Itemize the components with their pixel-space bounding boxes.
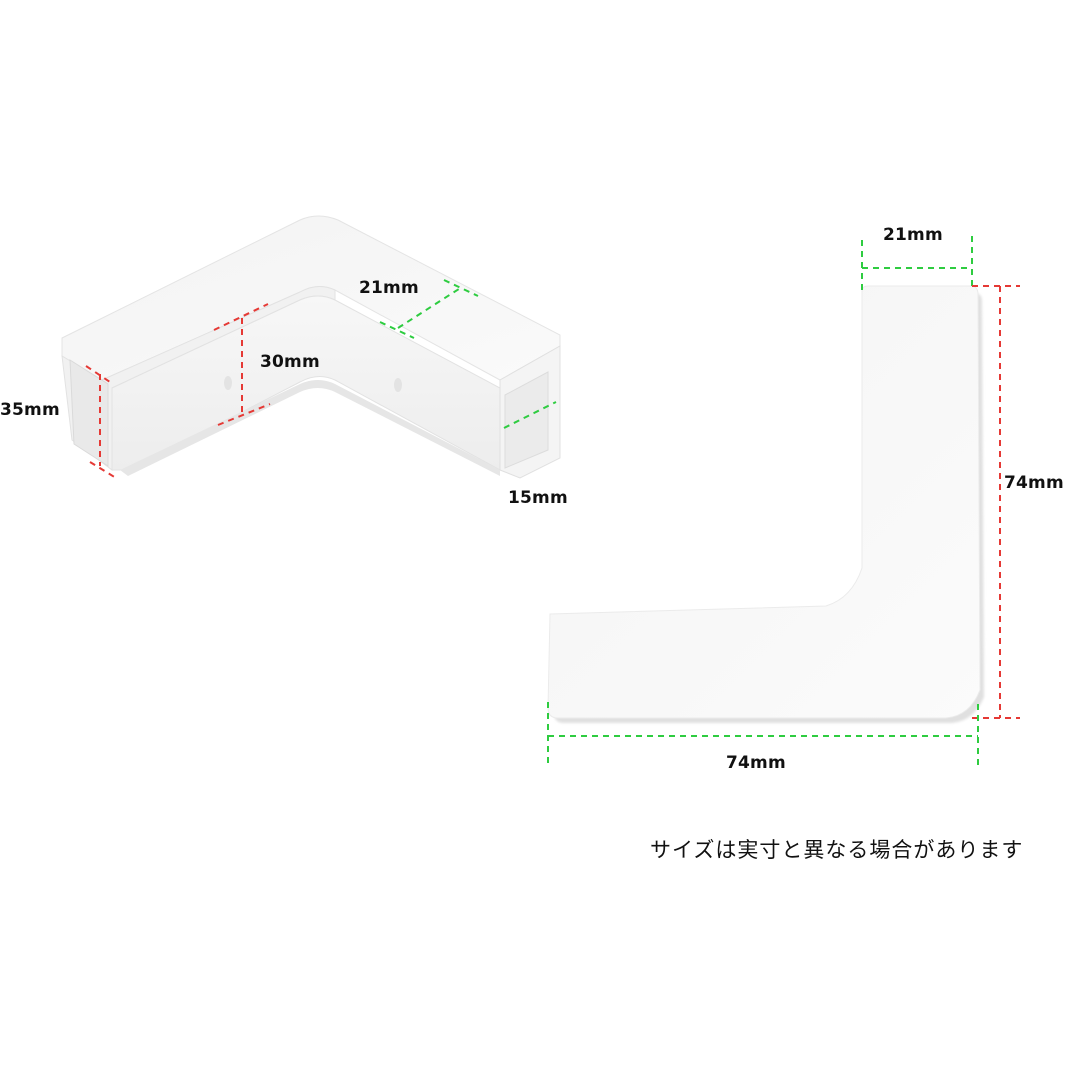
dim-tick-30mm-a (213, 303, 269, 331)
dim-tick-30mm-b (217, 403, 271, 426)
top-view-shape (547, 285, 981, 719)
perspective-dimension-lines (85, 279, 557, 479)
label-top-74mm-vertical: 74mm (1004, 473, 1064, 493)
perspective-right-slot (504, 371, 549, 469)
top-view-dimension-lines (547, 236, 1020, 766)
corner-part-perspective (61, 215, 561, 479)
dim-tick-35mm-b (89, 461, 117, 479)
size-disclaimer-note: サイズは実寸と異なる場合があります (650, 838, 1024, 862)
dim-line-21mm-green (397, 286, 463, 329)
perspective-left-slot (69, 359, 109, 467)
perspective-hole-right (394, 378, 402, 392)
corner-part-top-view (547, 285, 984, 723)
label-perspective-15mm: 15mm (508, 488, 568, 508)
label-top-21mm: 21mm (883, 225, 943, 245)
label-perspective-21mm: 21mm (359, 278, 419, 298)
dim-line-15mm-green (503, 401, 557, 429)
perspective-hole-left (224, 376, 232, 390)
label-perspective-30mm: 30mm (260, 352, 320, 372)
perspective-inner-face (111, 295, 501, 471)
label-perspective-35mm: 35mm (0, 400, 60, 420)
dim-tick-35mm-a (85, 365, 111, 383)
label-top-74mm-horizontal: 74mm (726, 753, 786, 773)
